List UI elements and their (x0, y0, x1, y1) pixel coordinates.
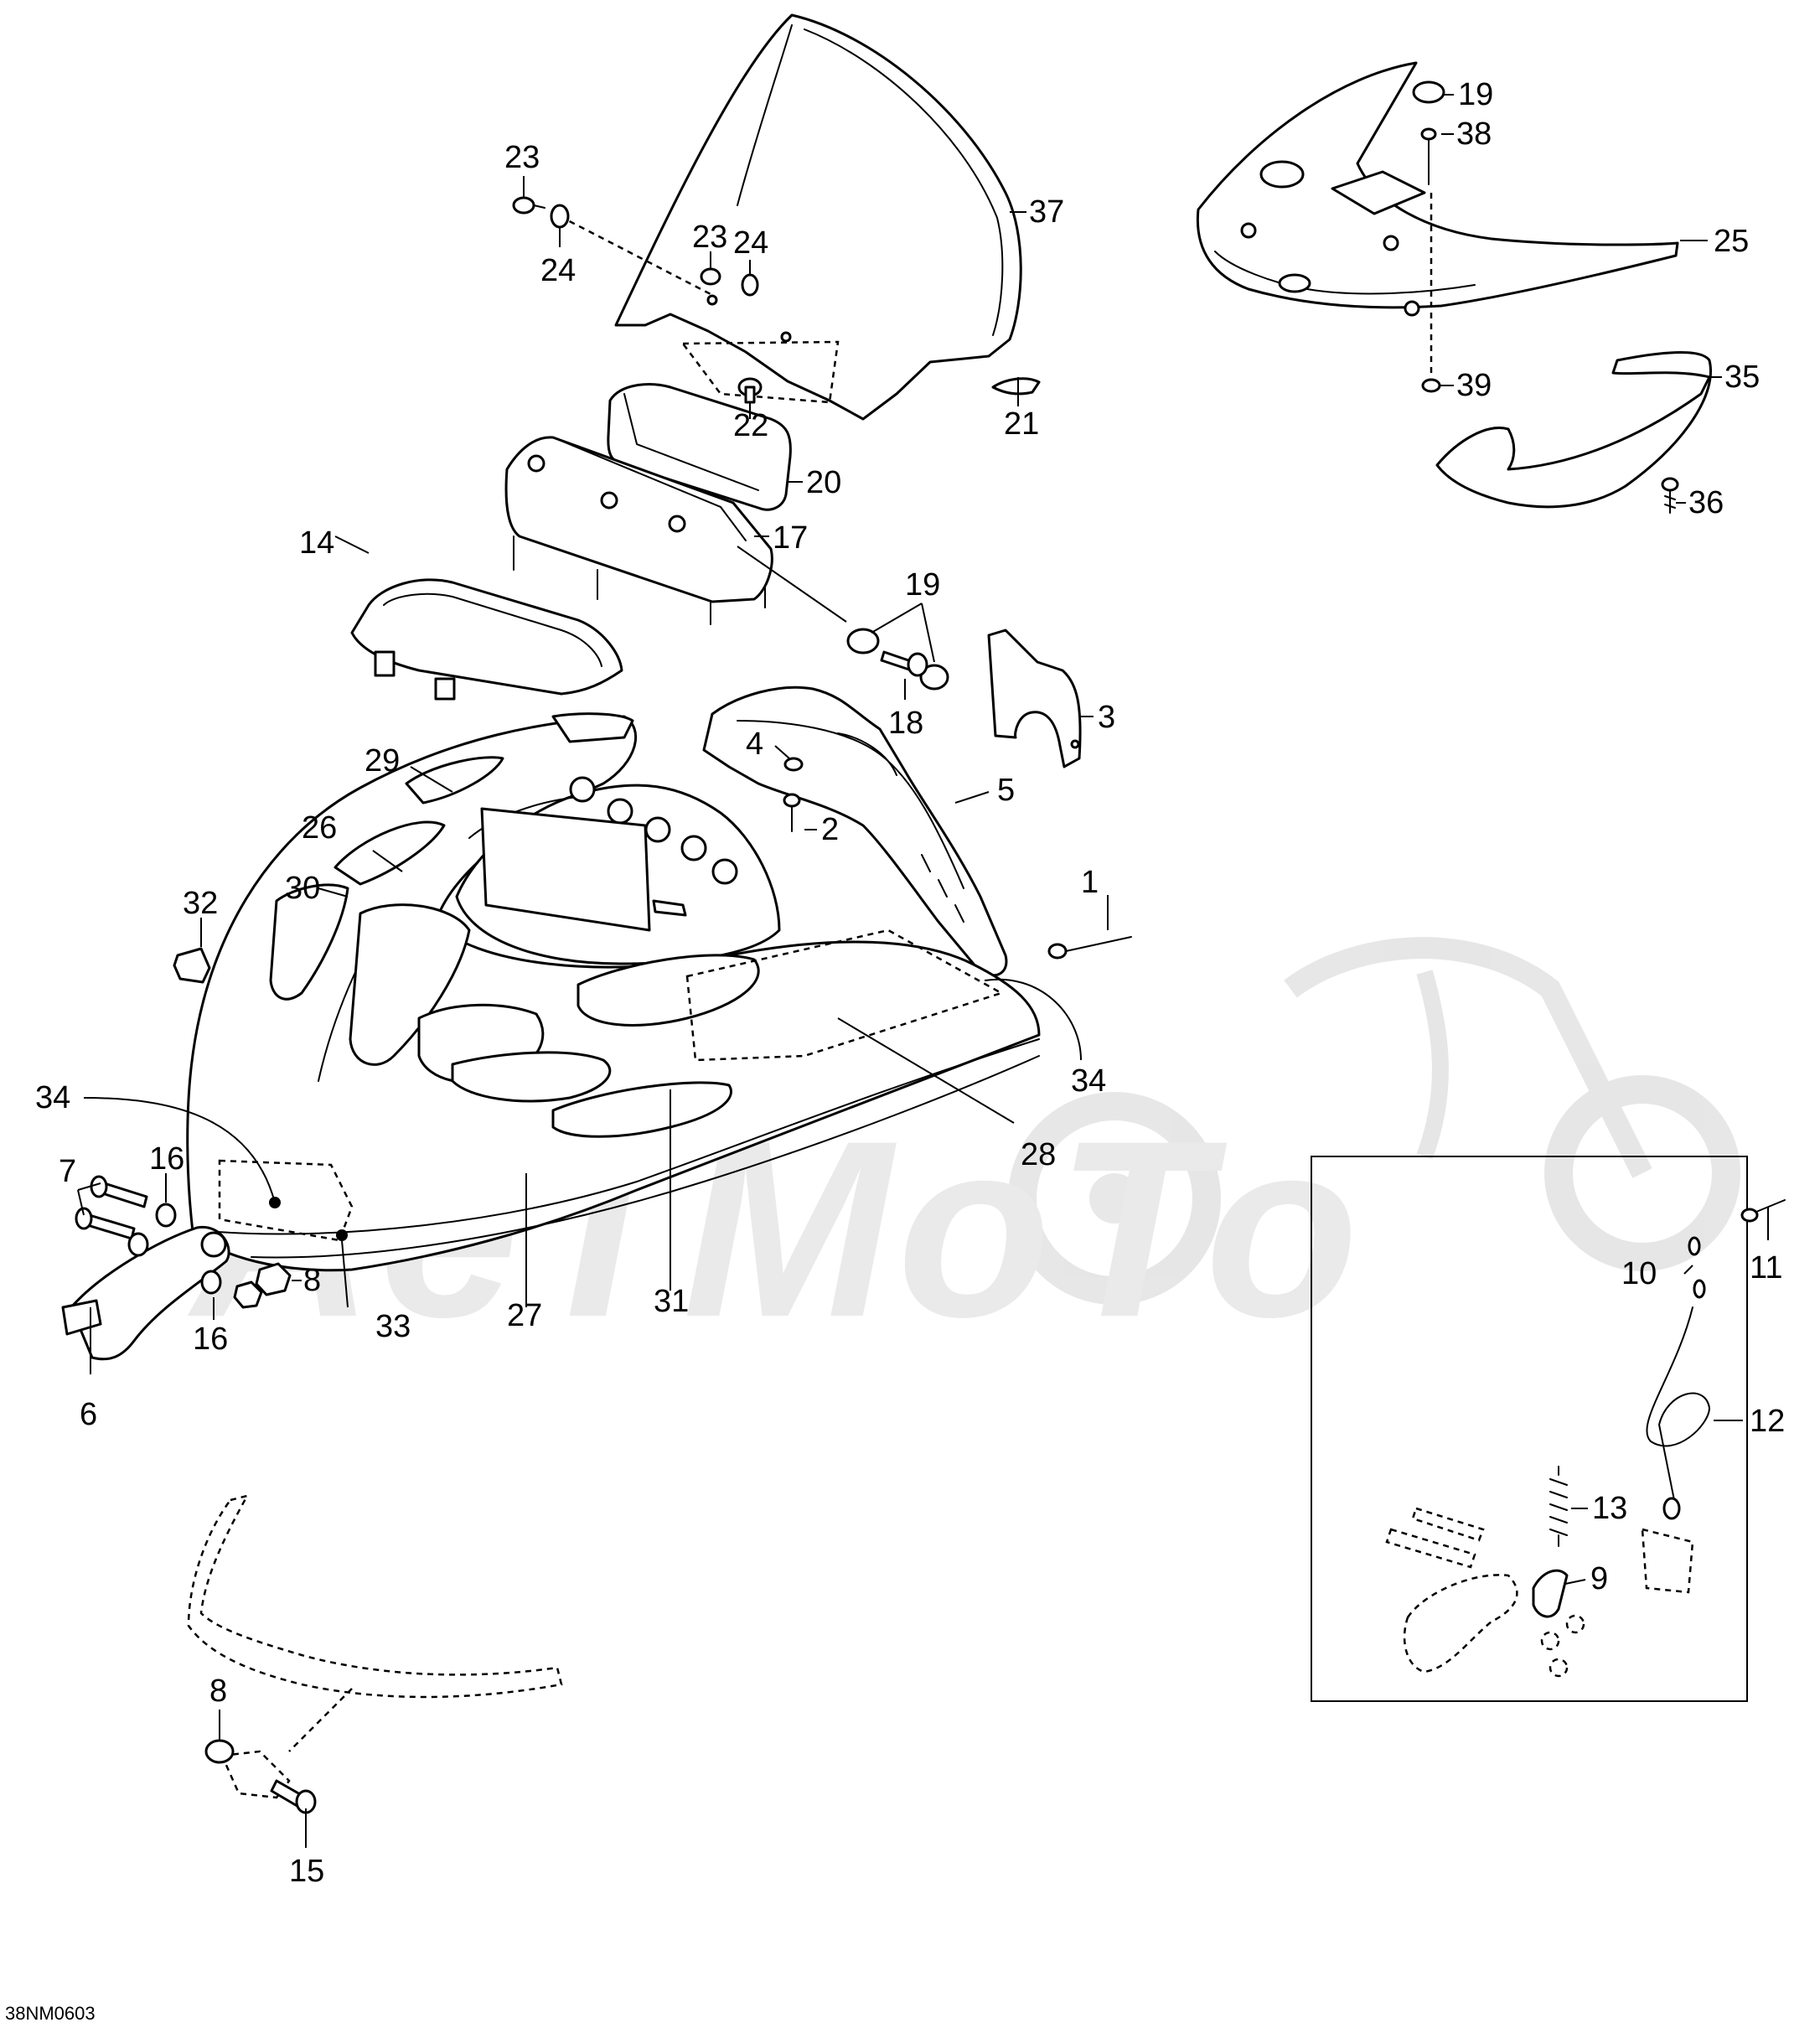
part-bumper-dashed-inset (1385, 1507, 1694, 1678)
callout-19a: 19 (905, 567, 940, 603)
callout-2: 2 (821, 812, 839, 847)
callout-14: 14 (299, 525, 334, 561)
callout-23a: 23 (504, 140, 540, 175)
part-bezel-5 (702, 685, 1008, 977)
part-nut-8-lower (204, 1739, 235, 1764)
part-windshield (614, 13, 1022, 421)
callout-38: 38 (1456, 116, 1492, 152)
part-spring-13 (1549, 1466, 1568, 1547)
part-hood-liner-25 (1196, 61, 1679, 317)
callout-6: 6 (80, 1397, 97, 1432)
callout-27: 27 (507, 1298, 542, 1333)
callout-9: 9 (1590, 1561, 1608, 1596)
callout-23b: 23 (692, 220, 727, 255)
part-bumper-6 (61, 1226, 230, 1361)
callout-3: 3 (1098, 700, 1115, 735)
callout-12: 12 (1750, 1404, 1785, 1439)
callout-36: 36 (1688, 485, 1724, 520)
inset-frame (1311, 1156, 1748, 1702)
callout-19b: 19 (1458, 77, 1493, 112)
part-rivet-11 (1740, 1199, 1786, 1223)
callout-29: 29 (365, 743, 400, 779)
part-screw-38 (1420, 127, 1437, 185)
part-hood-26 (186, 712, 1041, 1272)
callout-28: 28 (1021, 1137, 1056, 1172)
callout-37: 37 (1029, 194, 1064, 230)
callout-34a: 34 (35, 1080, 70, 1115)
callout-30: 30 (285, 871, 320, 906)
part-washer-4 (783, 757, 804, 772)
part-clip-21 (991, 377, 1041, 396)
part-screw-23-upper (512, 196, 570, 229)
callout-7: 7 (59, 1154, 76, 1189)
part-grommet-19-top (1412, 80, 1445, 104)
callouts: 1 2 3 4 5 6 7 8 8 9 10 11 12 13 14 15 16… (35, 77, 1785, 1889)
part-rivet-2 (783, 793, 801, 832)
callout-24b: 24 (733, 225, 768, 261)
callout-31: 31 (654, 1284, 689, 1319)
callout-4: 4 (746, 727, 763, 762)
part-clip-22 (737, 377, 763, 404)
callout-13: 13 (1592, 1491, 1627, 1526)
part-bracket-3 (987, 629, 1082, 768)
part-console-17 (504, 436, 773, 625)
leader-lines (77, 94, 1769, 1848)
part-nut-8 (233, 1262, 292, 1309)
part-deflector-35 (1435, 351, 1712, 509)
callout-11: 11 (1750, 1250, 1782, 1286)
part-grommet-19 (846, 628, 949, 691)
callout-35: 35 (1724, 360, 1760, 395)
callout-33: 33 (375, 1309, 411, 1344)
part-frame-dashed (187, 1494, 563, 1799)
callout-1: 1 (1081, 865, 1099, 900)
callout-18: 18 (888, 706, 923, 741)
callout-16a: 16 (149, 1141, 184, 1177)
callout-22: 22 (733, 408, 768, 443)
callout-20: 20 (806, 465, 841, 500)
part-rivet-1 (1047, 936, 1132, 960)
callout-39: 39 (1456, 368, 1492, 403)
callout-26: 26 (302, 810, 337, 846)
part-washer-16 (127, 1203, 222, 1295)
callout-25: 25 (1714, 224, 1749, 259)
callout-16b: 16 (193, 1322, 228, 1357)
part-clip-32 (173, 947, 211, 984)
part-bracket-9 (1532, 1569, 1569, 1618)
callout-15: 15 (289, 1854, 324, 1889)
part-nut-39 (1421, 378, 1441, 393)
part-bolt-7 (75, 1175, 148, 1240)
callout-24a: 24 (540, 253, 576, 288)
drawing-code: 38NM0603 (5, 2003, 96, 2024)
callout-32: 32 (183, 886, 218, 921)
part-cover-14 (350, 578, 623, 701)
callout-10: 10 (1621, 1256, 1657, 1291)
part-clip-10 (1688, 1236, 1706, 1299)
callout-8b: 8 (209, 1674, 227, 1709)
callout-5: 5 (997, 773, 1015, 808)
part-bolt-18 (880, 650, 928, 677)
callout-34b: 34 (1071, 1063, 1106, 1099)
callout-17: 17 (773, 520, 808, 556)
watermark-motorcycle-icon (1008, 937, 1740, 1305)
part-tether-cord-12 (1646, 1306, 1711, 1520)
part-screw-36 (1661, 477, 1679, 514)
callout-21: 21 (1004, 406, 1039, 442)
callout-8a: 8 (303, 1263, 321, 1298)
part-bolt-15 (270, 1779, 317, 1814)
